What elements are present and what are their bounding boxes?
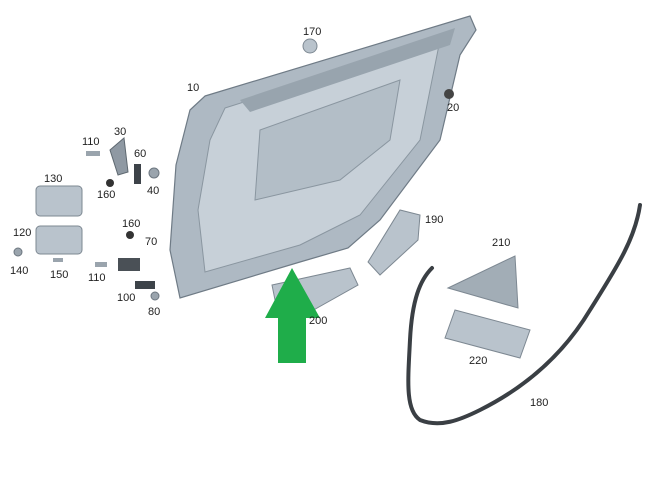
label-140: 140: [10, 265, 29, 277]
label-190: 190: [425, 214, 444, 226]
plug-part-160-lower[interactable]: [126, 231, 134, 239]
label-110-lower: 110: [88, 272, 106, 284]
plug-part-170[interactable]: [302, 38, 318, 54]
green-arrow-icon: [265, 268, 320, 363]
label-40: 40: [147, 185, 160, 197]
label-60: 60: [134, 148, 147, 160]
plug-part-160-upper[interactable]: [106, 179, 114, 187]
label-80: 80: [148, 306, 161, 318]
film-part-220[interactable]: [444, 309, 531, 359]
nut-part-40[interactable]: [148, 167, 160, 179]
bolt-part-150[interactable]: [53, 258, 63, 262]
label-220: 220: [469, 355, 488, 367]
label-100: 100: [117, 292, 136, 304]
seal-part-180[interactable]: [406, 203, 642, 426]
label-170: 170: [303, 26, 322, 38]
film-part-210[interactable]: [446, 255, 519, 309]
plate-part-60[interactable]: [134, 164, 141, 184]
label-160-lower: 160: [122, 218, 141, 230]
label-200: 200: [309, 315, 328, 327]
nut-part-80[interactable]: [150, 291, 160, 301]
label-130: 130: [44, 173, 63, 185]
plate-part-100[interactable]: [135, 281, 155, 289]
bracket-part-30[interactable]: [109, 137, 129, 176]
label-20: 20: [447, 102, 460, 114]
door-window-frame: [240, 28, 455, 112]
label-10: 10: [187, 82, 200, 94]
label-160-upper: 160: [97, 189, 116, 201]
hinge-part-130[interactable]: [35, 185, 83, 217]
door-cutout: [254, 79, 401, 201]
bolt-part-110-lower[interactable]: [95, 262, 107, 267]
bracket-part-190[interactable]: [367, 209, 421, 276]
plug-part-20[interactable]: [444, 89, 454, 99]
bolt-part-110-upper[interactable]: [86, 151, 100, 156]
label-180: 180: [530, 397, 549, 409]
label-150: 150: [50, 269, 69, 281]
nut-part-140[interactable]: [13, 247, 23, 257]
hinge-part-120[interactable]: [35, 225, 83, 255]
label-120: 120: [13, 227, 32, 239]
label-210: 210: [492, 237, 511, 249]
label-110-upper: 110: [82, 136, 100, 148]
label-30: 30: [114, 126, 127, 138]
label-70: 70: [145, 236, 158, 248]
bracket-part-70[interactable]: [118, 258, 140, 271]
